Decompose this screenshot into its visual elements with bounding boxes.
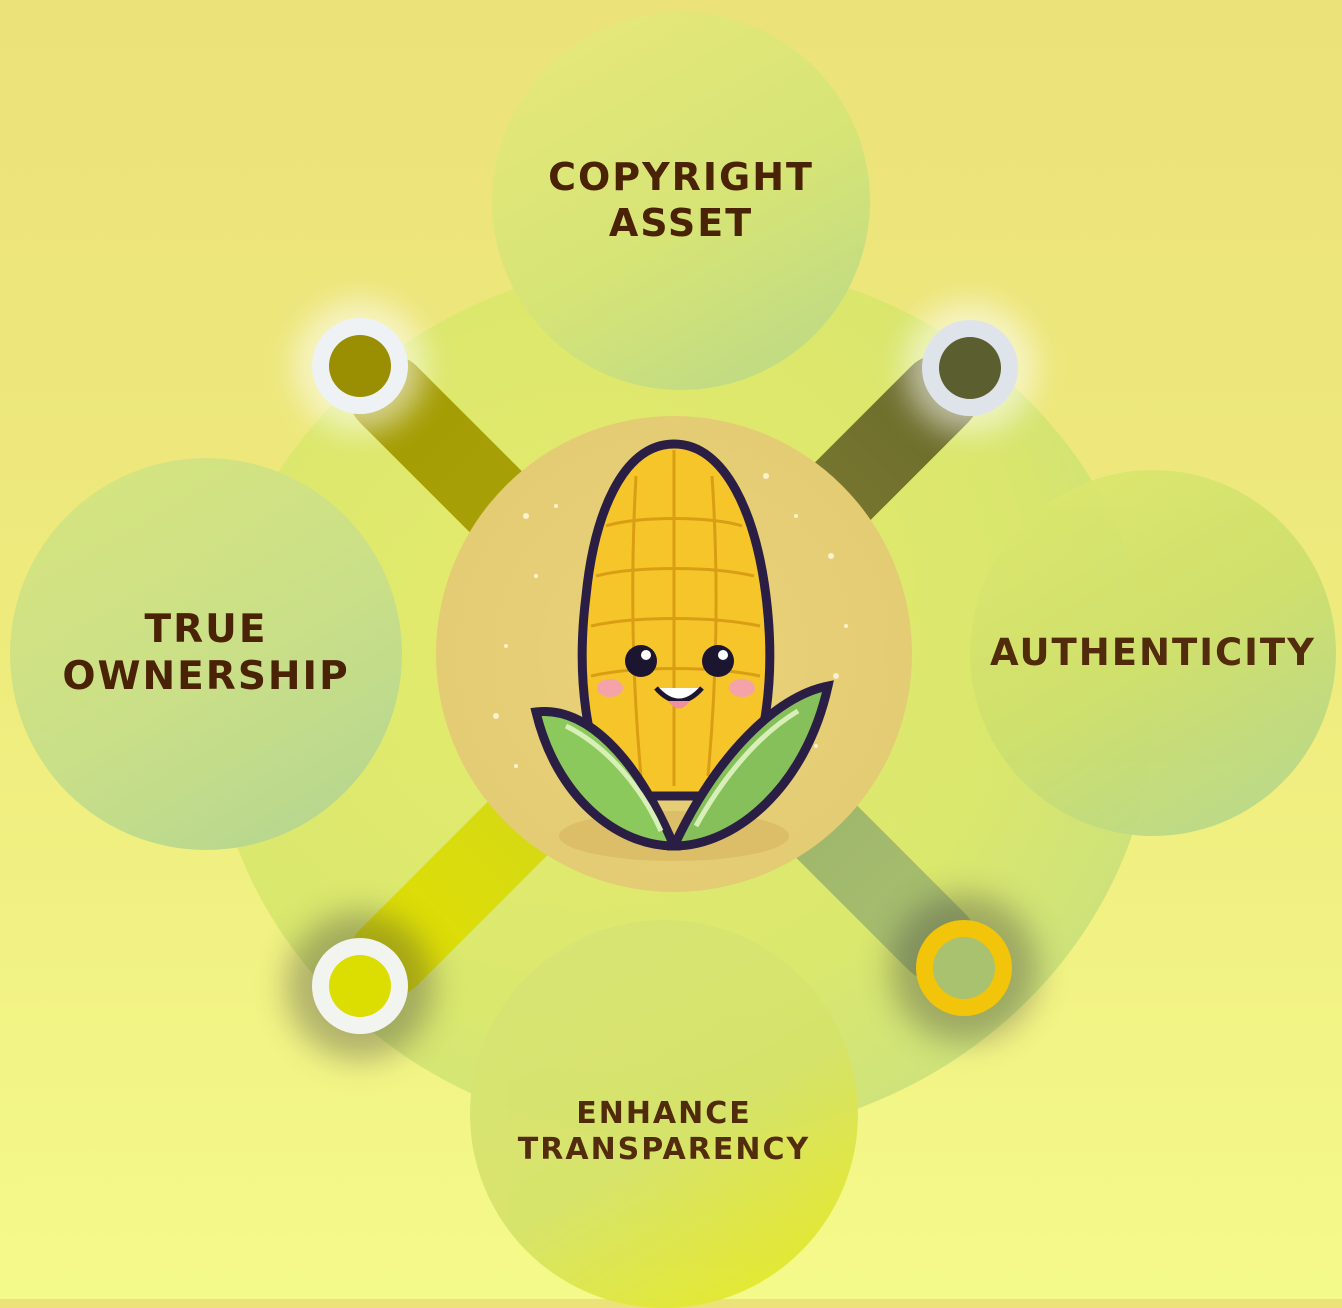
copyright-asset-line-2: ASSET <box>608 201 754 245</box>
node-bottom-right <box>916 920 1012 1016</box>
true-ownership-label: TRUE OWNERSHIP <box>62 607 349 701</box>
corn-mascot-icon <box>493 439 848 861</box>
authenticity-bubble: AUTHENTICITY <box>970 470 1336 836</box>
authenticity-line-1: AUTHENTICITY <box>990 630 1316 674</box>
enhance-transparency-line-2: TRANSPARENCY <box>517 1132 811 1167</box>
true-ownership-line-2: OWNERSHIP <box>62 654 350 699</box>
enhance-transparency-line-1: ENHANCE <box>576 1096 752 1131</box>
enhance-transparency-bubble: ENHANCE TRANSPARENCY <box>470 920 858 1308</box>
true-ownership-line-1: TRUE <box>144 607 268 653</box>
copyright-asset-bubble: COPYRIGHT ASSET <box>492 12 870 390</box>
authenticity-label: AUTHENTICITY <box>990 631 1316 675</box>
center-hub <box>436 416 912 892</box>
node-top-left <box>312 318 408 414</box>
copyright-asset-line-1: COPYRIGHT <box>548 155 814 200</box>
node-top-right <box>922 320 1018 416</box>
copyright-asset-label: COPYRIGHT ASSET <box>548 155 814 246</box>
true-ownership-bubble: TRUE OWNERSHIP <box>10 458 402 850</box>
enhance-transparency-label: ENHANCE TRANSPARENCY <box>518 1096 810 1168</box>
node-bottom-left <box>312 938 408 1034</box>
